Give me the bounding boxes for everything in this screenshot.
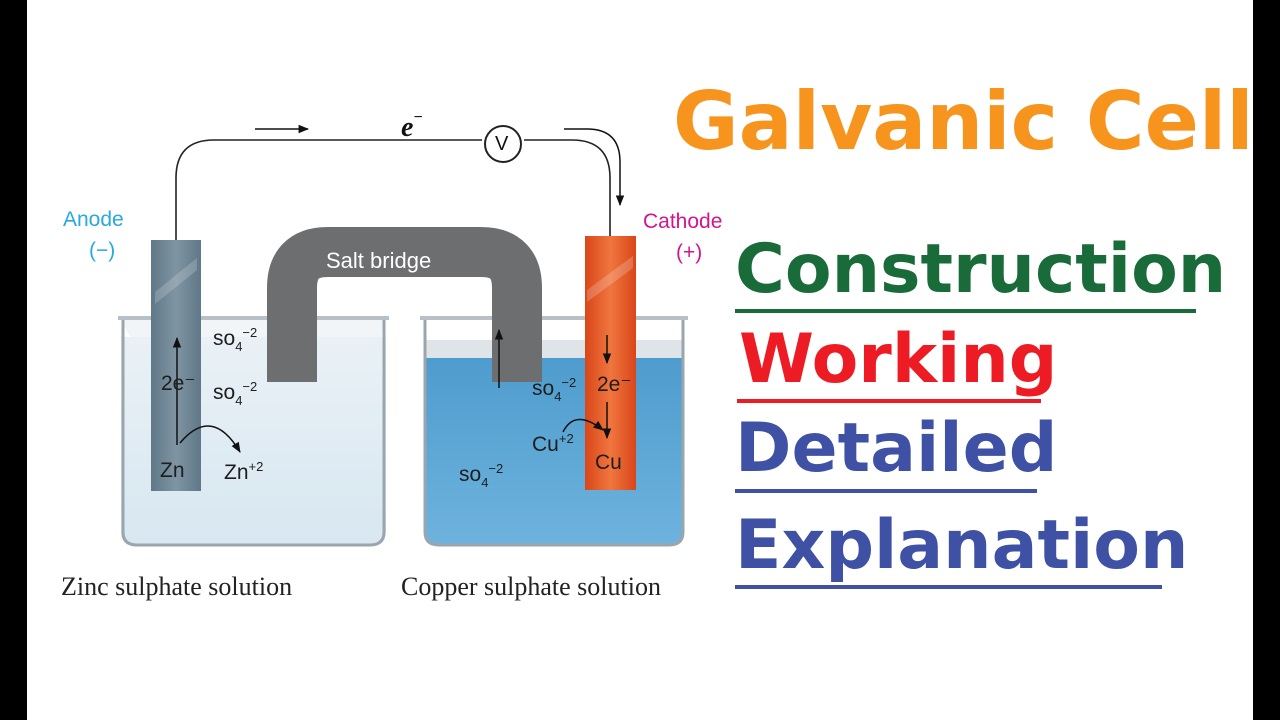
right-sulfate-1: so4−2	[532, 375, 577, 404]
left-sulfate-2: so4−2	[213, 379, 258, 408]
zinc-ion-arrow	[179, 425, 241, 453]
subtitle-construction: Construction	[735, 230, 1227, 309]
left-electrons: 2e⁻	[161, 372, 196, 395]
electron-symbol: e−	[401, 109, 423, 143]
anode-sign: (−)	[89, 239, 116, 262]
salt-bridge	[267, 227, 542, 382]
underline-detailed	[735, 489, 1037, 493]
copper-ion-arrow	[562, 418, 604, 433]
copper-metal-label: Cu	[595, 451, 622, 474]
voltmeter-label: V	[495, 133, 509, 155]
external-wire	[175, 139, 611, 240]
zinc-ion-label: Zn+2	[224, 459, 264, 484]
page-title: Galvanic Cell	[673, 75, 1253, 168]
subtitle-explanation: Explanation	[735, 506, 1189, 585]
zinc-electrode	[151, 240, 201, 491]
right-electrons: 2e⁻	[597, 373, 632, 396]
underline-construction	[735, 309, 1196, 313]
underline-working	[737, 399, 1041, 403]
salt-bridge-label: Salt bridge	[326, 248, 432, 273]
subtitle-working: Working	[739, 320, 1058, 399]
thumbnail-canvas: e− V Anode (−) Cathode (+) Salt bridge s…	[27, 0, 1253, 720]
galvanic-cell-diagram	[118, 124, 688, 547]
voltmeter	[484, 125, 522, 163]
cathode-sign: (+)	[676, 241, 703, 264]
underline-explanation	[735, 585, 1162, 589]
zinc-metal-label: Zn	[160, 459, 185, 482]
anode-label: Anode	[63, 208, 124, 231]
left-sulfate-1: so4−2	[213, 325, 258, 354]
cathode-label: Cathode	[643, 210, 723, 233]
right-beaker-caption: Copper sulphate solution	[401, 572, 661, 601]
left-beaker-caption: Zinc sulphate solution	[61, 572, 293, 601]
subtitle-detailed: Detailed	[735, 409, 1058, 488]
electron-flow-arrow-corner	[564, 128, 625, 207]
copper-ion-label: Cu+2	[532, 431, 574, 456]
right-sulfate-2: so4−2	[459, 461, 504, 490]
